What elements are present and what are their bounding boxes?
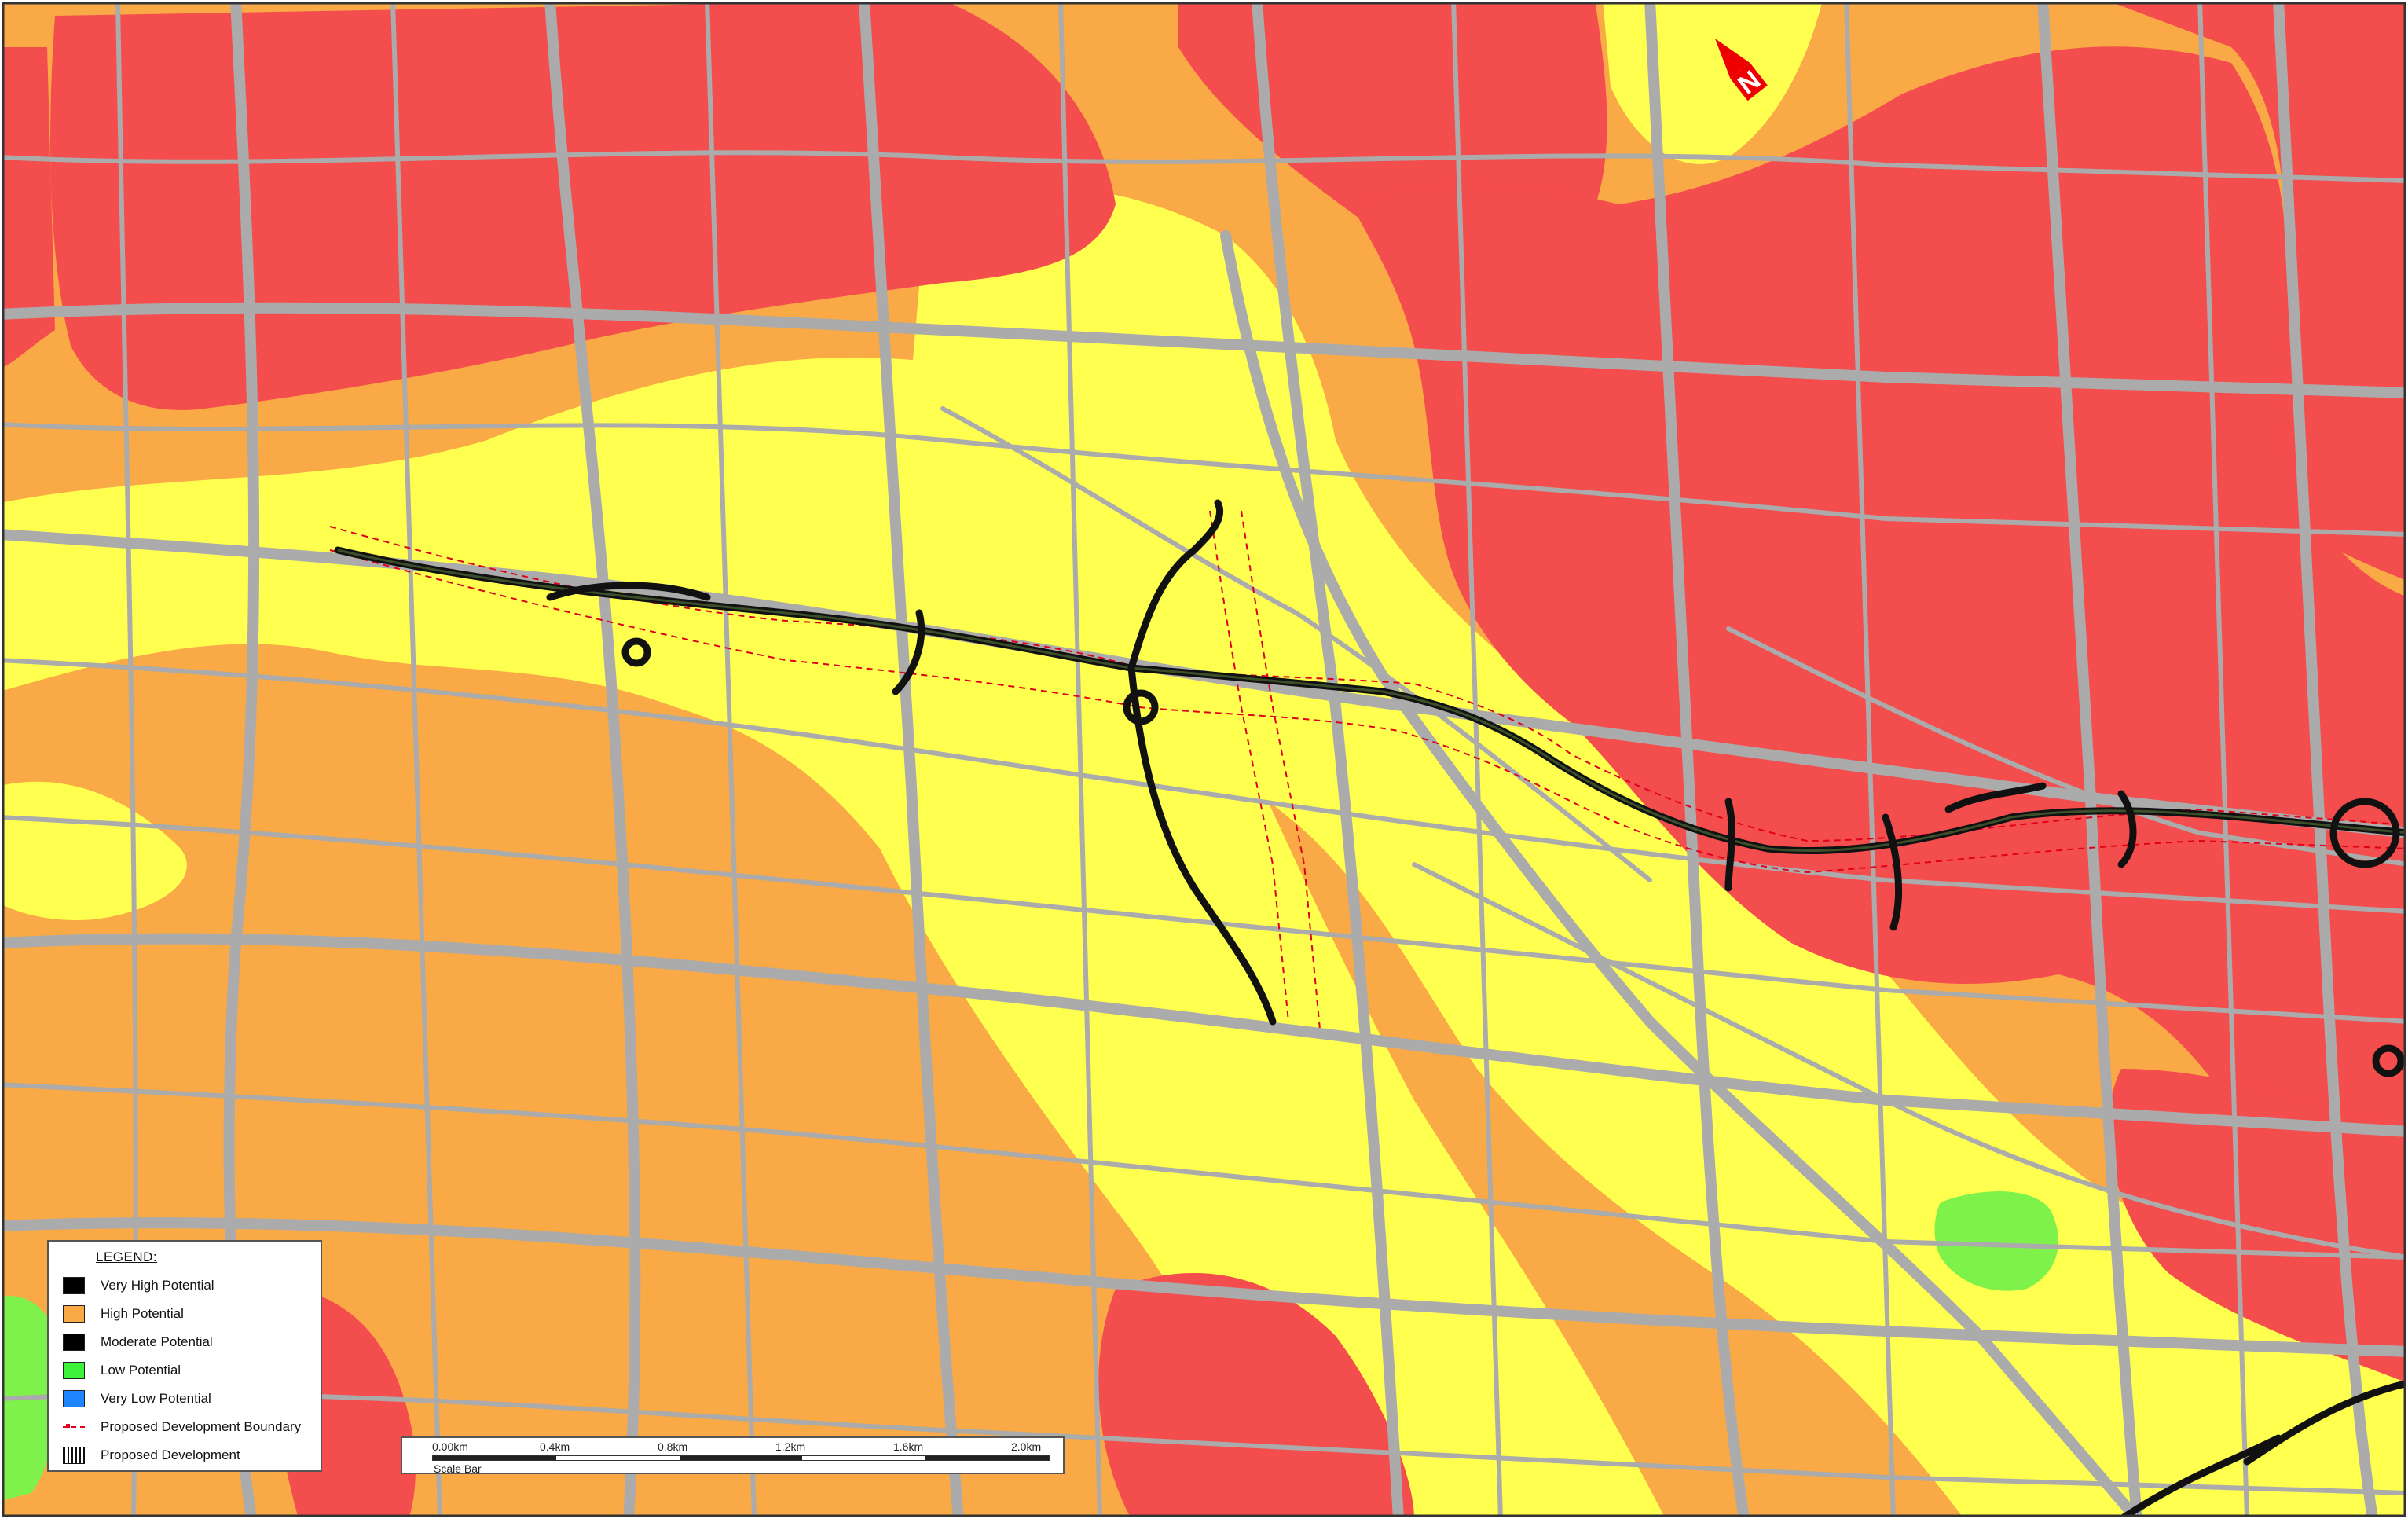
scale-label: 0.8km — [658, 1440, 688, 1453]
scale-label: 0.00km — [432, 1440, 468, 1453]
legend-swatch — [63, 1334, 85, 1351]
legend-item-boundary: Proposed Development Boundary — [63, 1416, 301, 1438]
zone-moderate-centre — [911, 185, 2405, 1516]
legend-item-very-low: Very Low Potential — [63, 1388, 211, 1410]
boundary-line-icon — [63, 1418, 85, 1436]
legend-item-low: Low Potential — [63, 1359, 181, 1381]
legend-item-moderate: Moderate Potential — [63, 1331, 213, 1353]
legend-label: Proposed Development — [101, 1447, 240, 1462]
development-hatch-icon — [63, 1447, 85, 1464]
scale-label: 1.6km — [893, 1440, 924, 1453]
legend-label: High Potential — [101, 1306, 184, 1321]
proposed-development-scheme — [334, 499, 2405, 1516]
zone-moderate-far-west — [3, 781, 187, 920]
scale-segment — [925, 1456, 1049, 1460]
scale-segment — [555, 1456, 680, 1460]
scale-label: 2.0km — [1011, 1440, 1042, 1453]
zone-low-southeast — [1934, 1191, 2058, 1291]
legend-item-development: Proposed Development — [63, 1444, 240, 1466]
legend-label: Very Low Potential — [101, 1391, 211, 1406]
scale-segment — [802, 1456, 926, 1460]
scale-caption: Scale Bar — [434, 1462, 482, 1475]
zone-moderate-west-band — [3, 330, 1664, 1516]
legend-label: Proposed Development Boundary — [101, 1419, 302, 1434]
legend-item-high: High Potential — [63, 1303, 184, 1325]
legend-item-very-high: Very High Potential — [63, 1275, 214, 1297]
legend-swatch — [63, 1277, 85, 1294]
legend-label: Very High Potential — [101, 1278, 214, 1293]
legend-label: Low Potential — [101, 1363, 181, 1378]
scale-label: 0.4km — [540, 1440, 570, 1453]
scale-bar: 0.00km 0.4km 0.8km 1.2km 1.6km 2.0km Sca… — [401, 1436, 1065, 1475]
zone-very-high-northeast — [2113, 3, 2405, 581]
legend-swatch — [63, 1390, 85, 1407]
legend-swatch — [63, 1362, 85, 1379]
scale-bar-track — [432, 1455, 1050, 1461]
legend-label: Moderate Potential — [101, 1334, 213, 1349]
proposed-development-boundary — [329, 510, 2405, 1030]
legend: LEGEND: Very High Potential High Potenti… — [47, 1240, 322, 1472]
legend-title: LEGEND: — [96, 1249, 158, 1264]
scale-segment — [679, 1456, 803, 1460]
zone-very-high-south — [1098, 1273, 1414, 1516]
legend-swatch — [63, 1305, 85, 1323]
zone-very-high-south-east — [2108, 1069, 2405, 1382]
zone-very-high-north-edge — [3, 47, 55, 368]
scale-label: 1.2km — [775, 1440, 806, 1453]
scale-segment — [433, 1456, 556, 1460]
